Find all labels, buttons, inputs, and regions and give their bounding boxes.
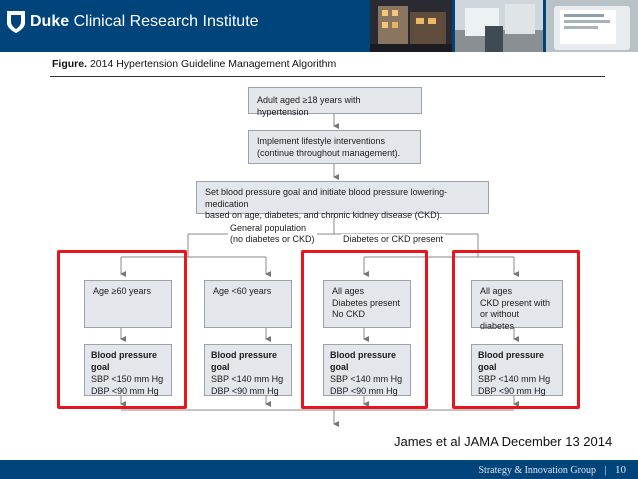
lifestyle-line-1: Implement lifestyle interventions — [257, 136, 386, 146]
criteria-box-diabetes: All ages Diabetes present No CKD — [323, 280, 411, 328]
dbp-goal: DBP <90 mm Hg — [91, 386, 159, 396]
criteria-text: Age ≥60 years — [93, 286, 151, 296]
lifestyle-box: Implement lifestyle interventions (conti… — [248, 130, 421, 164]
goal-box-age-under-60: Blood pressure goal SBP <140 mm Hg DBP <… — [204, 344, 292, 396]
goal-box-diabetes: Blood pressure goal SBP <140 mm Hg DBP <… — [323, 344, 411, 396]
set-goal-line-2: based on age, diabetes, and chronic kidn… — [205, 210, 443, 220]
footer-label: Strategy & Innovation Group | 10 — [479, 464, 627, 476]
footer-text: Strategy & Innovation Group — [478, 465, 596, 476]
goal-box-ckd: Blood pressure goal SBP <140 mm Hg DBP <… — [471, 344, 563, 396]
goal-title: Blood pressure goal — [330, 350, 397, 372]
institute-logo: Duke Clinical Research Institute — [30, 13, 259, 30]
goal-box-age-60-plus: Blood pressure goal SBP <150 mm Hg DBP <… — [84, 344, 172, 396]
hospital-photo — [455, 0, 543, 52]
citation: James et al JAMA December 13 2014 — [394, 434, 613, 449]
start-text: Adult aged ≥18 years with hypertension — [257, 95, 361, 117]
page-number: 10 — [615, 464, 626, 476]
goal-title: Blood pressure goal — [91, 350, 158, 372]
dbp-goal: DBP <90 mm Hg — [330, 386, 398, 396]
sbp-goal: SBP <140 mm Hg — [330, 374, 403, 384]
criteria-box-age-60-plus: Age ≥60 years — [84, 280, 172, 328]
set-goal-line-1: Set blood pressure goal and initiate blo… — [205, 187, 448, 209]
criteria-text: CKD present with — [480, 297, 551, 308]
criteria-box-age-under-60: Age <60 years — [204, 280, 292, 328]
lifestyle-line-2: (continue throughout management). — [257, 147, 401, 158]
criteria-text: Age <60 years — [213, 286, 272, 296]
criteria-text: All ages — [480, 286, 513, 296]
title-divider — [50, 76, 605, 77]
start-box: Adult aged ≥18 years with hypertension — [248, 87, 422, 117]
highlight-ckd — [452, 250, 580, 409]
criteria-text: Diabetes present — [332, 297, 401, 308]
footer-bar — [0, 460, 638, 479]
criteria-text: No CKD — [332, 309, 366, 319]
criteria-box-ckd: All ages CKD present with or without dia… — [471, 280, 563, 331]
building-photo — [370, 0, 452, 52]
footer-separator: | — [604, 465, 607, 476]
sbp-goal: SBP <140 mm Hg — [478, 374, 551, 384]
set-goal-box: Set blood pressure goal and initiate blo… — [196, 181, 489, 220]
duke-shield-icon — [7, 11, 25, 33]
highlight-age-60-plus — [57, 250, 187, 409]
dbp-goal: DBP <90 mm Hg — [211, 386, 279, 396]
sbp-goal: SBP <150 mm Hg — [91, 374, 164, 384]
branch-general-label: General population (no diabetes or CKD) — [228, 223, 317, 245]
figure-title: Figure. 2014 Hypertension Guideline Mana… — [52, 58, 337, 70]
branch-diabetes-label: Diabetes or CKD present — [341, 234, 446, 245]
highlight-diabetes — [301, 250, 428, 409]
criteria-text: All ages — [332, 286, 365, 296]
goal-title: Blood pressure goal — [478, 350, 545, 372]
goal-title: Blood pressure goal — [211, 350, 278, 372]
dbp-goal: DBP <90 mm Hg — [478, 386, 546, 396]
criteria-text: or without diabetes — [480, 309, 520, 331]
sbp-goal: SBP <140 mm Hg — [211, 374, 284, 384]
device-photo — [546, 0, 638, 52]
